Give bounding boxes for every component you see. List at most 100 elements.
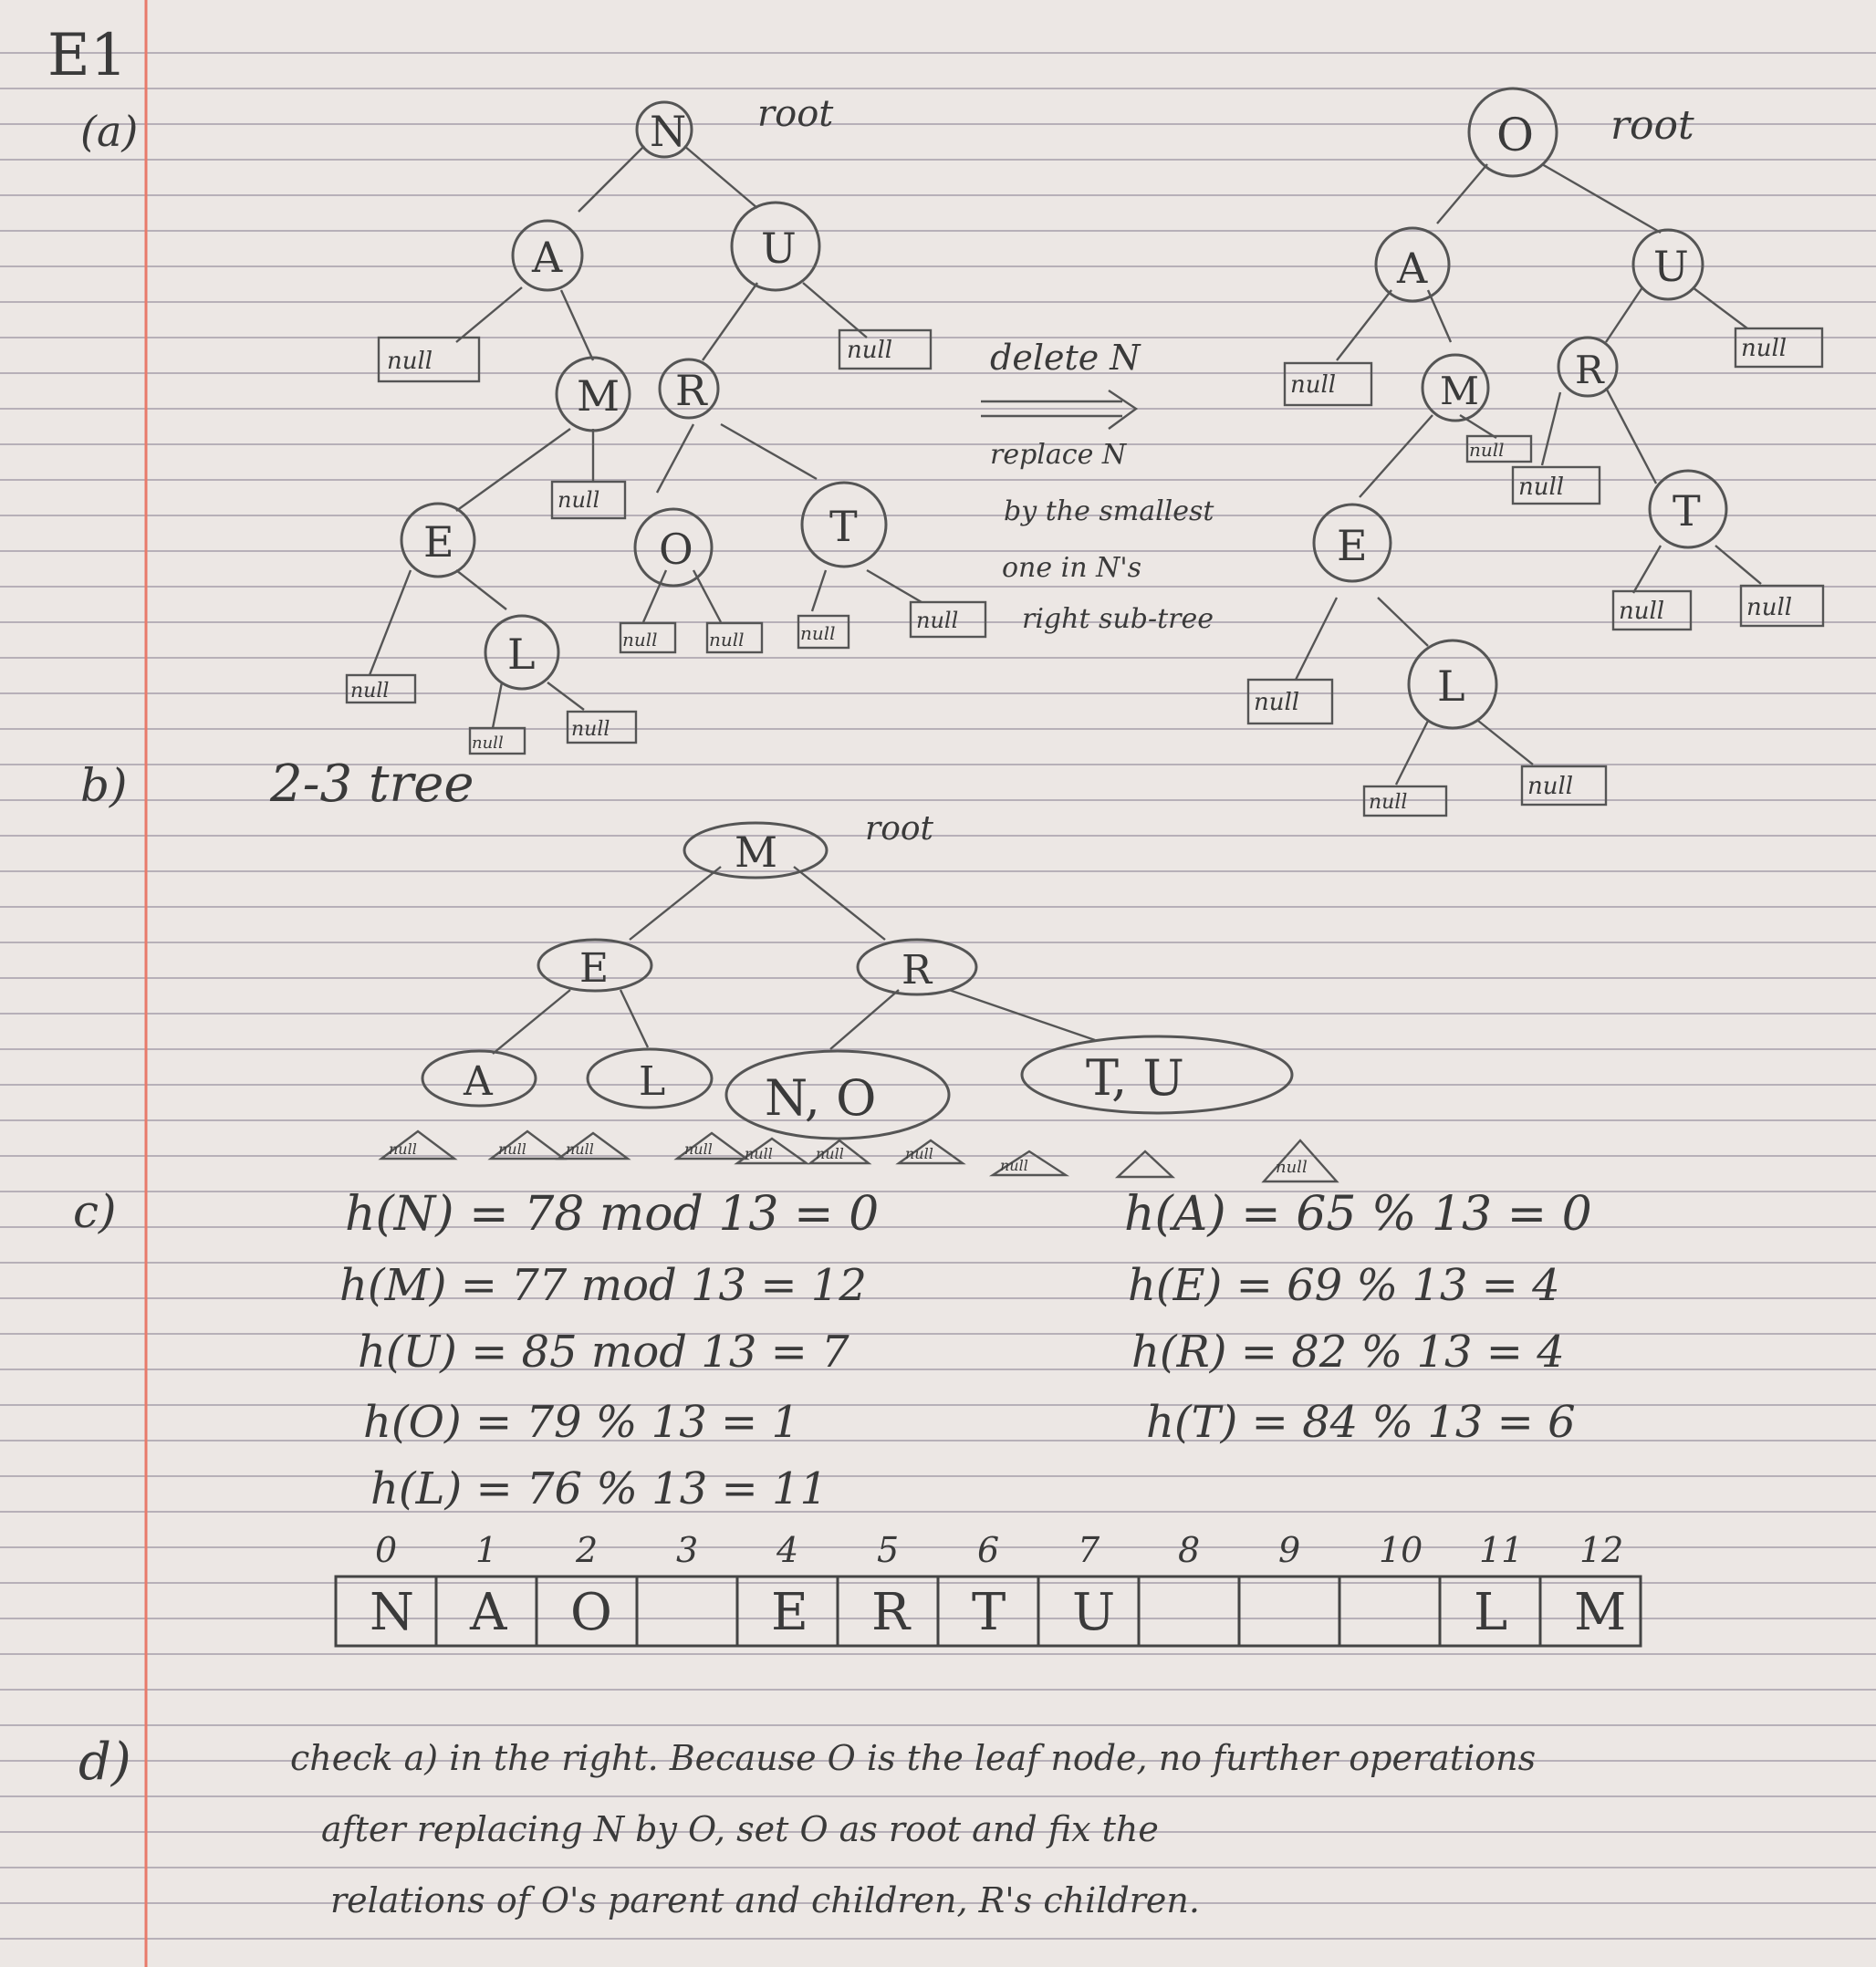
hash-index-11: 11 (1479, 1530, 1523, 1570)
hash-index-5: 5 (877, 1530, 899, 1570)
hash-slot-3 (635, 1575, 739, 1648)
right-bst-diagram: O root A U M R E T L null null null null… (1246, 87, 1825, 817)
hash-index-12: 12 (1579, 1530, 1623, 1570)
hash-slot-2-value: O (570, 1583, 612, 1642)
bst2-node-T (1648, 469, 1728, 549)
svg-text:null: null (622, 629, 658, 650)
hash-calc-N: h(N) = 78 mod 13 = 0 (345, 1187, 879, 1242)
hash-index-7: 7 (1078, 1530, 1100, 1570)
bst-node-N-label: N (650, 107, 686, 156)
hash-slot-6-value: T (972, 1583, 1006, 1642)
two3-node-L (586, 1047, 714, 1109)
bst2-node-O-label: O (1496, 109, 1534, 161)
bst-node-N (635, 100, 693, 159)
hash-index-10: 10 (1379, 1530, 1423, 1570)
null-leaves-right: null null null null null null null null … (1246, 327, 1825, 817)
bst2-node-T-label: T (1673, 486, 1701, 536)
bst2-node-U (1631, 228, 1704, 301)
bst-node-A (511, 219, 584, 292)
hash-slot-8 (1137, 1575, 1241, 1648)
svg-text:null: null (1527, 773, 1573, 800)
bst-node-U (730, 201, 821, 292)
page-heading: E1 (47, 22, 127, 89)
svg-text:null: null (566, 1140, 594, 1158)
left-tree-root-label: root (757, 93, 834, 135)
two3-node-TU (1020, 1035, 1294, 1115)
svg-text:null: null (1518, 474, 1564, 501)
two3-node-R (856, 938, 978, 996)
svg-text:null: null (389, 1140, 417, 1158)
svg-text:null: null (847, 337, 892, 364)
bst-node-M-label: M (577, 371, 620, 421)
bst-node-U-label: U (761, 224, 797, 273)
operation-note-line-2: by the smallest (1004, 495, 1214, 527)
hash-calc-T: h(T) = 84 % 13 = 6 (1146, 1397, 1576, 1448)
part-b-title: 2-3 tree (269, 755, 474, 814)
two3-node-NO-label: N, O (765, 1069, 876, 1127)
bst-node-L-label: L (507, 630, 536, 679)
svg-text:null: null (1369, 791, 1407, 814)
hash-slot-0-value: N (370, 1583, 414, 1642)
svg-text:null: null (1290, 371, 1336, 399)
hash-slot-7-value: U (1072, 1583, 1115, 1642)
hash-index-1: 1 (475, 1530, 497, 1570)
part-a-label: (a) (80, 107, 138, 156)
svg-text:null: null (745, 1145, 773, 1162)
arrow-right-icon (1108, 390, 1139, 430)
bst2-node-A (1374, 226, 1451, 303)
part-d-line-1: check a) in the right. Because O is the … (290, 1738, 1536, 1778)
bst-node-M (555, 356, 631, 432)
hash-index-3: 3 (676, 1530, 698, 1570)
hash-calc-M: h(M) = 77 mod 13 = 12 (339, 1260, 867, 1311)
hash-index-8: 8 (1178, 1530, 1200, 1570)
two3-node-L-label: L (639, 1058, 665, 1105)
hash-slot-9 (1237, 1575, 1341, 1648)
svg-text:null: null (916, 608, 958, 633)
bst2-node-U-label: U (1653, 242, 1689, 291)
two3-null-leaves: null null null null null null null null … (378, 1129, 1339, 1183)
hash-slot-1-value: A (469, 1583, 507, 1642)
two3-node-M (683, 821, 829, 879)
svg-text:null: null (387, 348, 433, 375)
part-b-label: b) (80, 759, 128, 812)
hash-index-2: 2 (575, 1530, 598, 1570)
right-tree-root-label: root (1610, 102, 1694, 149)
bst-node-R (658, 358, 720, 420)
bst-node-R-label: R (675, 366, 708, 415)
bst-node-O-label: O (659, 525, 693, 574)
hash-index-0: 0 (375, 1530, 397, 1570)
svg-text:null: null (1619, 598, 1664, 625)
ruled-lines (0, 52, 1876, 1940)
hash-calc-E: h(E) = 69 % 13 = 4 (1128, 1260, 1560, 1311)
hash-index-4: 4 (776, 1530, 798, 1570)
bst2-node-E (1312, 503, 1392, 583)
two-three-tree-diagram: M root E R A L N, O T, U null null null … (378, 810, 1339, 1183)
bst2-node-E-label: E (1337, 521, 1368, 570)
svg-text:null: null (1254, 689, 1299, 716)
bst2-node-L (1407, 639, 1498, 730)
two3-node-NO (724, 1049, 951, 1140)
operation-note-line-3: one in N's (1002, 552, 1141, 584)
null-leaves-left: null null null null null null null null … (345, 328, 987, 755)
bst2-node-O (1467, 87, 1558, 178)
hash-slot-5-value: R (871, 1583, 912, 1642)
bst2-node-A-label: A (1396, 244, 1428, 293)
hash-calculations-right: h(A) = 65 % 13 = 0 h(E) = 69 % 13 = 4 h(… (1124, 1187, 1592, 1448)
part-c-label: c) (73, 1185, 117, 1238)
hash-slot-10 (1338, 1575, 1442, 1648)
bst2-node-M (1421, 353, 1490, 422)
hash-calc-R: h(R) = 82 % 13 = 4 (1131, 1327, 1565, 1378)
two3-node-M-label: M (735, 827, 777, 877)
bst2-node-R (1557, 336, 1619, 398)
svg-text:null: null (350, 680, 389, 702)
two3-node-TU-label: T, U (1086, 1049, 1184, 1107)
svg-text:null: null (1276, 1158, 1308, 1177)
bst-node-E (400, 502, 476, 578)
part-d-line-3: relations of O's parent and children, R'… (330, 1880, 1200, 1920)
bst-node-L (484, 614, 560, 691)
hash-calc-L: h(L) = 76 % 13 = 11 (370, 1463, 828, 1514)
hash-calc-O: h(O) = 79 % 13 = 1 (363, 1397, 799, 1448)
svg-text:null: null (709, 629, 745, 650)
two3-node-E-label: E (579, 945, 609, 992)
